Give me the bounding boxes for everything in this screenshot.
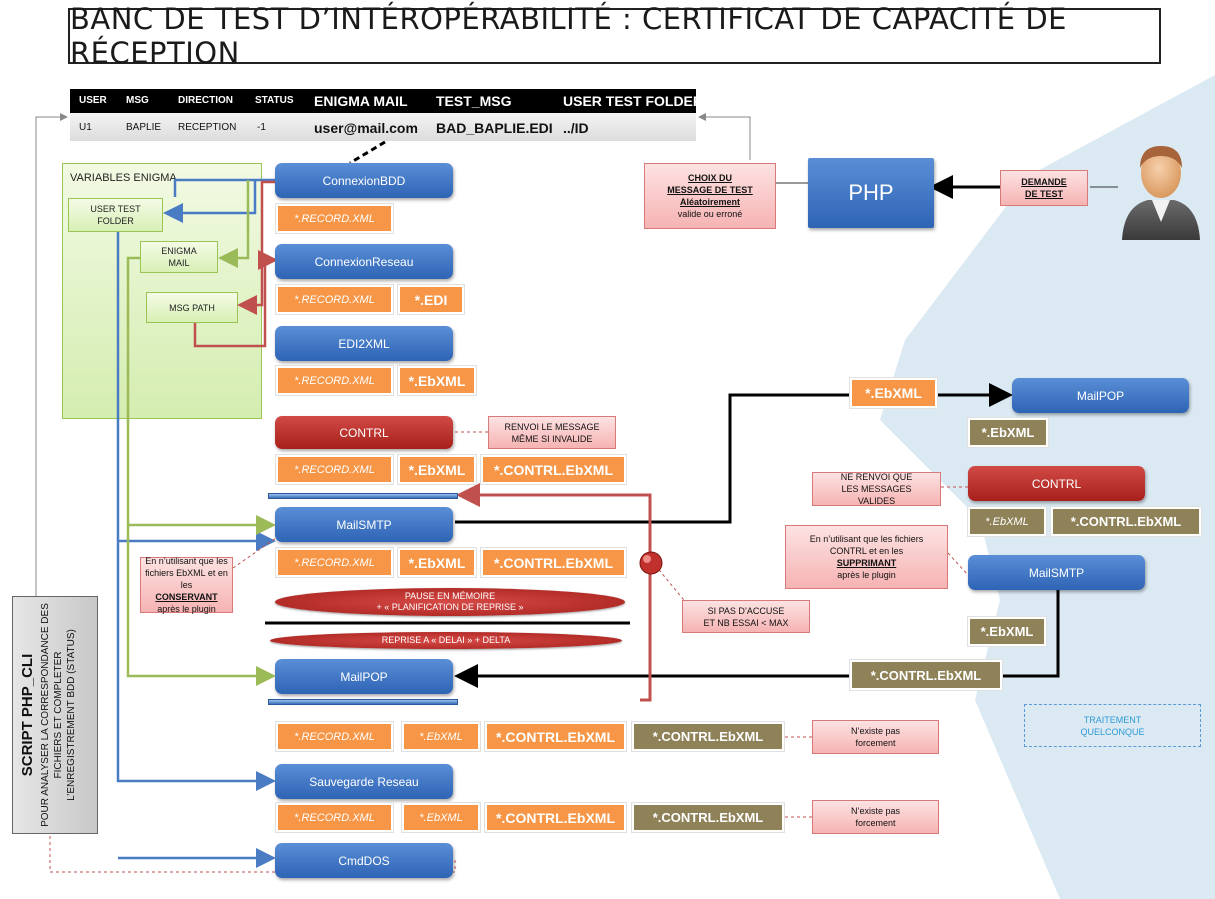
note-conservant-pre: En n’utilisant que les fichiers EbXML et… [145, 556, 228, 590]
col-direction: DIRECTION [178, 95, 233, 106]
file-ebxml: *.EbXML [398, 366, 476, 395]
note-choix-line2: MESSAGE DE TEST [667, 185, 753, 195]
queue-bar [268, 493, 458, 499]
note-nexiste-2: N’existe pas forcement [812, 800, 939, 834]
cell-direction: RECEPTION [178, 122, 237, 133]
note-si-pas: SI PAS D’ACCUSE ET NB ESSAI < MAX [682, 600, 810, 633]
note-choix-line1: CHOIX DU [687, 173, 732, 183]
var-msg-path: MSG PATH [146, 292, 238, 323]
col-status: STATUS [255, 95, 294, 106]
table-row: U1 BAPLIE RECEPTION -1 user@mail.com BAD… [70, 113, 696, 141]
plugin-cmddos[interactable]: CmdDOS [275, 843, 453, 878]
note-nexiste-1: N’existe pas forcement [812, 720, 939, 754]
col-enigma-mail: ENIGMA MAIL [314, 93, 408, 109]
cell-msg: BAPLIE [126, 122, 162, 133]
file-contrl-ebxml-remote: *.CONTRL.EbXML [632, 722, 784, 751]
file-record-xml: *.RECORD.XML [276, 366, 393, 395]
note-demande-test: DEMANDE DE TEST [1000, 170, 1088, 206]
pause-line1: PAUSE EN MÉMOIRE [404, 591, 496, 601]
plugin-sauvegarde-reseau[interactable]: Sauvegarde Reseau [275, 764, 453, 799]
note-supprimant-pre: En n’utilisant que les fichiers CONTRL e… [809, 534, 924, 556]
file-ebxml-italic: *.EbXML [402, 722, 480, 751]
file-record-xml: *.RECORD.XML [276, 548, 393, 577]
col-test-msg: TEST_MSG [436, 93, 512, 109]
pause-ellipse: PAUSE EN MÉMOIRE + « PLANIFICATION DE RE… [275, 588, 625, 616]
file-ebxml-sent: *.EbXML [850, 378, 937, 408]
plugin-connexionbdd[interactable]: ConnexionBDD [275, 163, 453, 198]
file-record-xml: *.RECORD.XML [276, 455, 393, 484]
file-edi: *.EDI [398, 285, 464, 314]
note-supprimant: En n’utilisant que les fichiers CONTRL e… [785, 525, 948, 589]
note-supprimant-post: après le plugin [837, 570, 896, 580]
user-avatar-icon [1122, 146, 1200, 240]
queue-bar [268, 699, 458, 705]
file-contrl-ebxml: *.CONTRL.EbXML [485, 722, 626, 751]
reprise-ellipse: REPRISE A « DELAI » + DELTA [270, 632, 622, 649]
var-user-test-folder: USER TEST FOLDER [68, 198, 163, 232]
file-contrl-ebxml: *.CONTRL.EbXML [481, 548, 626, 577]
file-contrl-ebxml: *.CONTRL.EbXML [481, 455, 626, 484]
retry-decision-dot [639, 551, 663, 575]
plugin-contrl[interactable]: CONTRL [275, 416, 453, 449]
table-header-row: USER MSG DIRECTION STATUS ENIGMA MAIL TE… [70, 89, 703, 113]
var-enigma-mail: ENIGMA MAIL [140, 241, 218, 273]
plugin-connexionreseau[interactable]: ConnexionReseau [275, 244, 453, 279]
script-title: SCRIPT PHP_CLI [19, 653, 36, 777]
col-user-test-folder: USER TEST FOLDER [563, 93, 704, 109]
note-choix-line3: Aléatoirement [679, 197, 741, 207]
file-contrl-ebxml-reply: *.CONTRL.EbXML [850, 660, 1002, 690]
note-choix-line4: valide ou erroné [677, 209, 743, 219]
col-msg: MSG [126, 95, 149, 106]
note-conservant-em: CONSERVANT [155, 592, 218, 602]
note-conservant-post: après le plugin [157, 604, 216, 614]
file-record-xml: *.RECORD.XML [276, 285, 393, 314]
file-ebxml-italic: *.EbXML [402, 803, 480, 832]
cell-user: U1 [79, 122, 92, 133]
plugin-edi2xml[interactable]: EDI2XML [275, 326, 453, 361]
file-ebxml-remote: *.EbXML [968, 617, 1046, 646]
remote-plugin-mailsmtp[interactable]: MailSMTP [968, 555, 1145, 590]
plugin-mailpop[interactable]: MailPOP [275, 659, 453, 694]
remote-plugin-contrl[interactable]: CONTRL [968, 466, 1145, 501]
file-ebxml: *.EbXML [398, 548, 476, 577]
cell-status: -1 [257, 122, 266, 133]
file-record-xml: *.RECORD.XML [276, 204, 393, 233]
script-line2: FICHIERS ET COMPLETER [53, 651, 64, 779]
note-choix-message: CHOIX DU MESSAGE DE TEST Aléatoirement v… [644, 163, 776, 229]
col-user: USER [79, 95, 107, 106]
file-ebxml-received: *.EbXML [968, 418, 1048, 447]
script-line1: POUR ANALYSER LA CORRESPONDANCE DES [40, 603, 51, 827]
script-text: SCRIPT PHP_CLI POUR ANALYSER LA CORRESPO… [13, 597, 97, 833]
php-box[interactable]: PHP [808, 158, 934, 228]
note-conservant: En n’utilisant que les fichiers EbXML et… [140, 556, 233, 614]
note-ne-renvoi: NE RENVOI QUE LES MESSAGES VALIDES [812, 472, 941, 506]
cell-enigma-mail: user@mail.com [314, 120, 418, 136]
pause-line2: + « PLANIFICATION DE REPRISE » [376, 602, 524, 612]
script-line3: L’ENREGISTREMENT BDD (STATUS) [66, 629, 77, 801]
script-php-cli-box: SCRIPT PHP_CLI POUR ANALYSER LA CORRESPO… [12, 596, 98, 834]
file-ebxml: *.EbXML [398, 455, 476, 484]
file-contrl-ebxml: *.CONTRL.EbXML [485, 803, 626, 832]
cell-test-msg: BAD_BAPLIE.EDI [436, 120, 553, 136]
file-ebxml-italic-remote: *.EbXML [968, 507, 1046, 536]
file-record-xml: *.RECORD.XML [276, 722, 393, 751]
note-renvoi: RENVOI LE MESSAGE MÊME SI INVALIDE [488, 416, 616, 449]
remote-plugin-mailpop[interactable]: MailPOP [1012, 378, 1189, 413]
variables-enigma-title: VARIABLES ENIGMA [70, 172, 177, 184]
page-title: BANC DE TEST D’INTÉROPÉRABILITÉ : CERTIF… [68, 2, 1161, 70]
cell-user-test-folder: ../ID [563, 120, 589, 136]
file-contrl-ebxml-remote: *.CONTRL.EbXML [1051, 507, 1201, 536]
file-record-xml: *.RECORD.XML [276, 803, 393, 832]
file-contrl-ebxml-remote: *.CONTRL.EbXML [632, 803, 784, 832]
note-supprimant-em: SUPPRIMANT [836, 558, 897, 568]
plugin-mailsmtp[interactable]: MailSMTP [275, 507, 453, 542]
traitement-quelconque: TRAITEMENT QUELCONQUE [1024, 704, 1201, 747]
